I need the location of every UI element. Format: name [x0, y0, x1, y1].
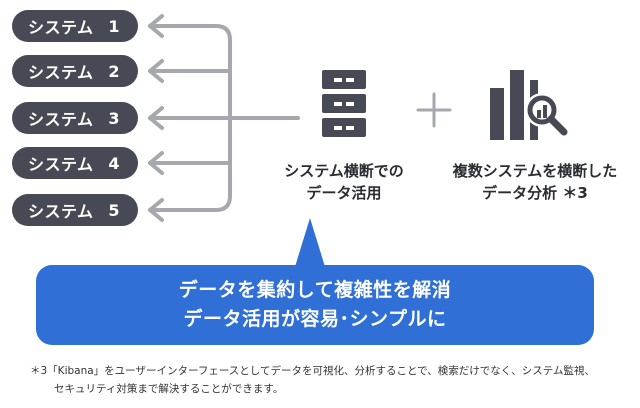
banner-line2: データ活用が容易･シンプルに	[183, 308, 447, 330]
system-label: システム	[28, 155, 94, 174]
server-caption-line2: データ活用	[306, 184, 382, 202]
footnote: ＊3「Kibana」をユーザーインターフェースとしてデータを可視化、分析すること…	[30, 362, 630, 398]
system-label: システム	[28, 202, 94, 221]
system-3-pill: システム 3	[12, 102, 138, 134]
analysis-caption-line2: データ分析 ＊3	[482, 184, 588, 202]
arrowhead-5	[148, 198, 164, 222]
system-number: 3	[108, 108, 120, 128]
system-label: システム	[28, 18, 94, 37]
system-label: システム	[28, 63, 94, 82]
arrowhead-4	[148, 151, 164, 175]
footnote-line2: セキュリティ対策まで解決することができます。	[54, 383, 284, 395]
banner-pointer	[294, 218, 326, 270]
system-label: システム	[28, 110, 94, 129]
system-4-pill: システム 4	[12, 147, 138, 179]
system-5-pill: システム 5	[12, 194, 138, 226]
plus-icon	[416, 92, 452, 128]
arrowhead-2	[148, 59, 164, 83]
arrowhead-1	[148, 14, 164, 38]
analysis-caption-line1: 複数システムを横断した	[452, 162, 618, 180]
summary-banner: データを集約して複雑性を解消 データ活用が容易･シンプルに	[36, 265, 594, 345]
arrowhead-3	[148, 106, 164, 130]
server-caption: システム横断での データ活用	[268, 160, 420, 204]
server-icon	[322, 70, 366, 137]
banner-line1: データを集約して複雑性を解消	[178, 279, 452, 301]
footnote-line1: ＊3「Kibana」をユーザーインターフェースとしてデータを可視化、分析すること…	[30, 365, 595, 377]
system-2-pill: システム 2	[12, 55, 138, 87]
system-number: 5	[108, 200, 120, 220]
system-1-pill: システム 1	[12, 10, 138, 42]
system-number: 4	[108, 153, 120, 173]
system-number: 1	[108, 16, 120, 36]
system-number: 2	[108, 61, 120, 81]
analysis-caption: 複数システムを横断した データ分析 ＊3	[440, 160, 630, 204]
bar-chart-magnifier-icon	[490, 70, 568, 140]
server-caption-line1: システム横断での	[284, 162, 404, 180]
